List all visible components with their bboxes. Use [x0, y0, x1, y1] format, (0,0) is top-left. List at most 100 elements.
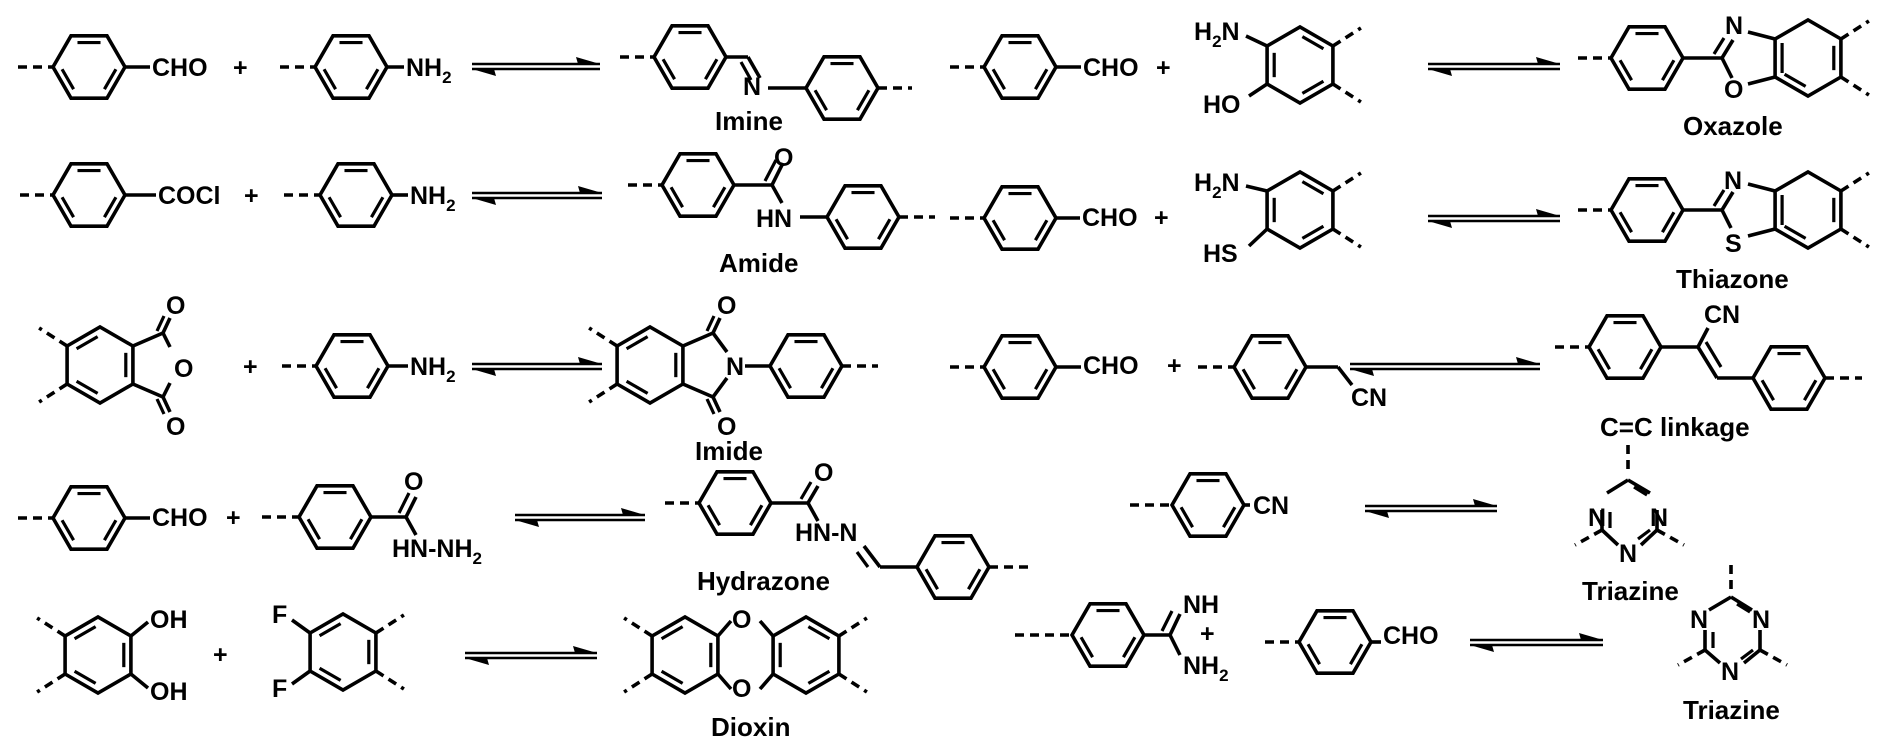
- benzene-ring: [1169, 472, 1247, 538]
- cho-label: CHO: [1383, 622, 1439, 650]
- cn-label: CN: [1351, 384, 1387, 412]
- cho-label: CHO: [1083, 352, 1139, 380]
- bond: [1600, 528, 1620, 547]
- attachment-dash: [1839, 19, 1870, 41]
- attachment-dash: [623, 616, 654, 638]
- attachment-dash: [374, 613, 405, 635]
- attachment-dash: [623, 672, 654, 694]
- arrow-head-forward: [578, 186, 602, 193]
- n-part: N: [1222, 169, 1240, 197]
- aromatic-double-bond: [1284, 368, 1299, 390]
- bond: [1747, 30, 1776, 41]
- bond: [1627, 478, 1651, 495]
- aromatic-double-bond: [1034, 219, 1049, 241]
- f-label-top: F: [272, 601, 287, 629]
- bond: [161, 332, 172, 348]
- aromatic-double-bond: [1760, 379, 1775, 401]
- h-part: H: [1194, 18, 1212, 46]
- aromatic-double-bond: [669, 186, 684, 208]
- aromatic-double-bond: [1222, 506, 1237, 528]
- bond: [1633, 485, 1648, 497]
- imide-o-bottom: O: [717, 413, 736, 441]
- aromatic-double-bond: [1783, 224, 1807, 240]
- aromatic-double-bond: [75, 379, 99, 395]
- aromatic-double-bond: [60, 68, 75, 90]
- plus-sign: +: [1154, 204, 1169, 232]
- bond: [1712, 37, 1726, 55]
- triazine-n-left: N: [1588, 504, 1606, 532]
- amidine-nh2-label: NH2: [1183, 652, 1229, 685]
- bond: [746, 56, 762, 79]
- aromatic-double-bond: [103, 68, 118, 90]
- attachment-dash: [38, 326, 69, 348]
- benzene-ring: [981, 185, 1059, 251]
- reaction-cc-linkage: CHO + CN CN C=C linkage: [1083, 301, 1750, 442]
- product-name-triazine: Triazine: [1683, 695, 1780, 725]
- benzene-ring: [50, 485, 128, 551]
- aromatic-double-bond: [318, 622, 342, 638]
- aromatic-double-bond: [1349, 643, 1364, 665]
- aromatic-double-bond: [1241, 368, 1256, 390]
- bond: [161, 396, 172, 413]
- benzene-ring: [1265, 24, 1335, 106]
- attachment-dash: [1839, 171, 1870, 193]
- imide-o-top: O: [717, 292, 736, 320]
- aromatic-double-bond: [60, 519, 75, 541]
- bond: [770, 162, 785, 186]
- cho-label: CHO: [1082, 204, 1138, 232]
- dioxin-o-top: O: [732, 606, 751, 634]
- bond: [129, 620, 150, 638]
- oh-label-bottom: OH: [150, 678, 188, 706]
- h2n-label: H2N: [1194, 18, 1240, 51]
- bond: [155, 315, 166, 332]
- cho-label: CHO: [152, 54, 208, 82]
- reaction-triazine-nitrile: CN N N N Triazine: [1253, 492, 1679, 606]
- nh-part: NH: [1183, 652, 1219, 680]
- benzene-ring: [1231, 334, 1309, 400]
- benzene-ring: [914, 534, 992, 600]
- bond: [1696, 346, 1719, 379]
- triazine-n-left: N: [1690, 606, 1708, 634]
- aromatic-double-bond: [625, 335, 649, 351]
- attachment-dash: [588, 382, 619, 404]
- benzene-ring: [312, 34, 390, 100]
- hn-nh-part: HN-NH: [392, 535, 473, 563]
- aromatic-double-bond: [1301, 35, 1325, 51]
- arrow-head-reverse: [472, 69, 496, 76]
- aromatic-double-bond: [967, 568, 982, 590]
- bond: [862, 544, 882, 569]
- hydrazone-hn-n-label: HN-N: [795, 519, 858, 547]
- benzene-ring: [50, 34, 128, 100]
- aromatic-double-bond: [1661, 211, 1676, 233]
- bond: [1703, 648, 1722, 665]
- product-name-imine: Imine: [715, 106, 783, 136]
- bond: [1336, 365, 1354, 387]
- product-name-dioxin: Dioxin: [711, 712, 790, 742]
- aromatic-double-bond: [1596, 348, 1611, 370]
- benzene-ring: [1608, 25, 1686, 91]
- oh-label-top: OH: [150, 606, 188, 634]
- benzene-ring: [1586, 314, 1664, 380]
- aromatic-double-bond: [349, 518, 364, 540]
- aromatic-double-bond: [856, 89, 871, 111]
- arrow-head-reverse: [1428, 69, 1452, 76]
- bond: [1720, 191, 1735, 211]
- plus-sign: +: [233, 54, 248, 82]
- attachment-dash: [588, 326, 619, 348]
- bond: [404, 516, 418, 536]
- aromatic-double-bond: [1301, 224, 1325, 240]
- reaction-imide: O O O + NH2 O N O Imide: [166, 292, 763, 466]
- triazine-n-bottom: N: [1619, 540, 1637, 568]
- subscript-2: 2: [446, 367, 455, 386]
- bond: [1248, 82, 1269, 98]
- aromatic-double-bond: [1803, 379, 1818, 401]
- n-part: N: [1222, 18, 1240, 46]
- reaction-oxazole: CHO + H2N HO N O Oxazole: [1083, 12, 1783, 141]
- benzene-ring: [650, 614, 720, 696]
- aromatic-double-bond: [103, 519, 118, 541]
- aromatic-double-bond: [807, 625, 831, 641]
- reaction-thiazone: CHO + H2N HS N S Thiazone: [1082, 167, 1789, 294]
- arrow-head-forward: [1473, 499, 1497, 506]
- aromatic-double-bond: [103, 196, 118, 218]
- attachment-dash: [1839, 75, 1870, 97]
